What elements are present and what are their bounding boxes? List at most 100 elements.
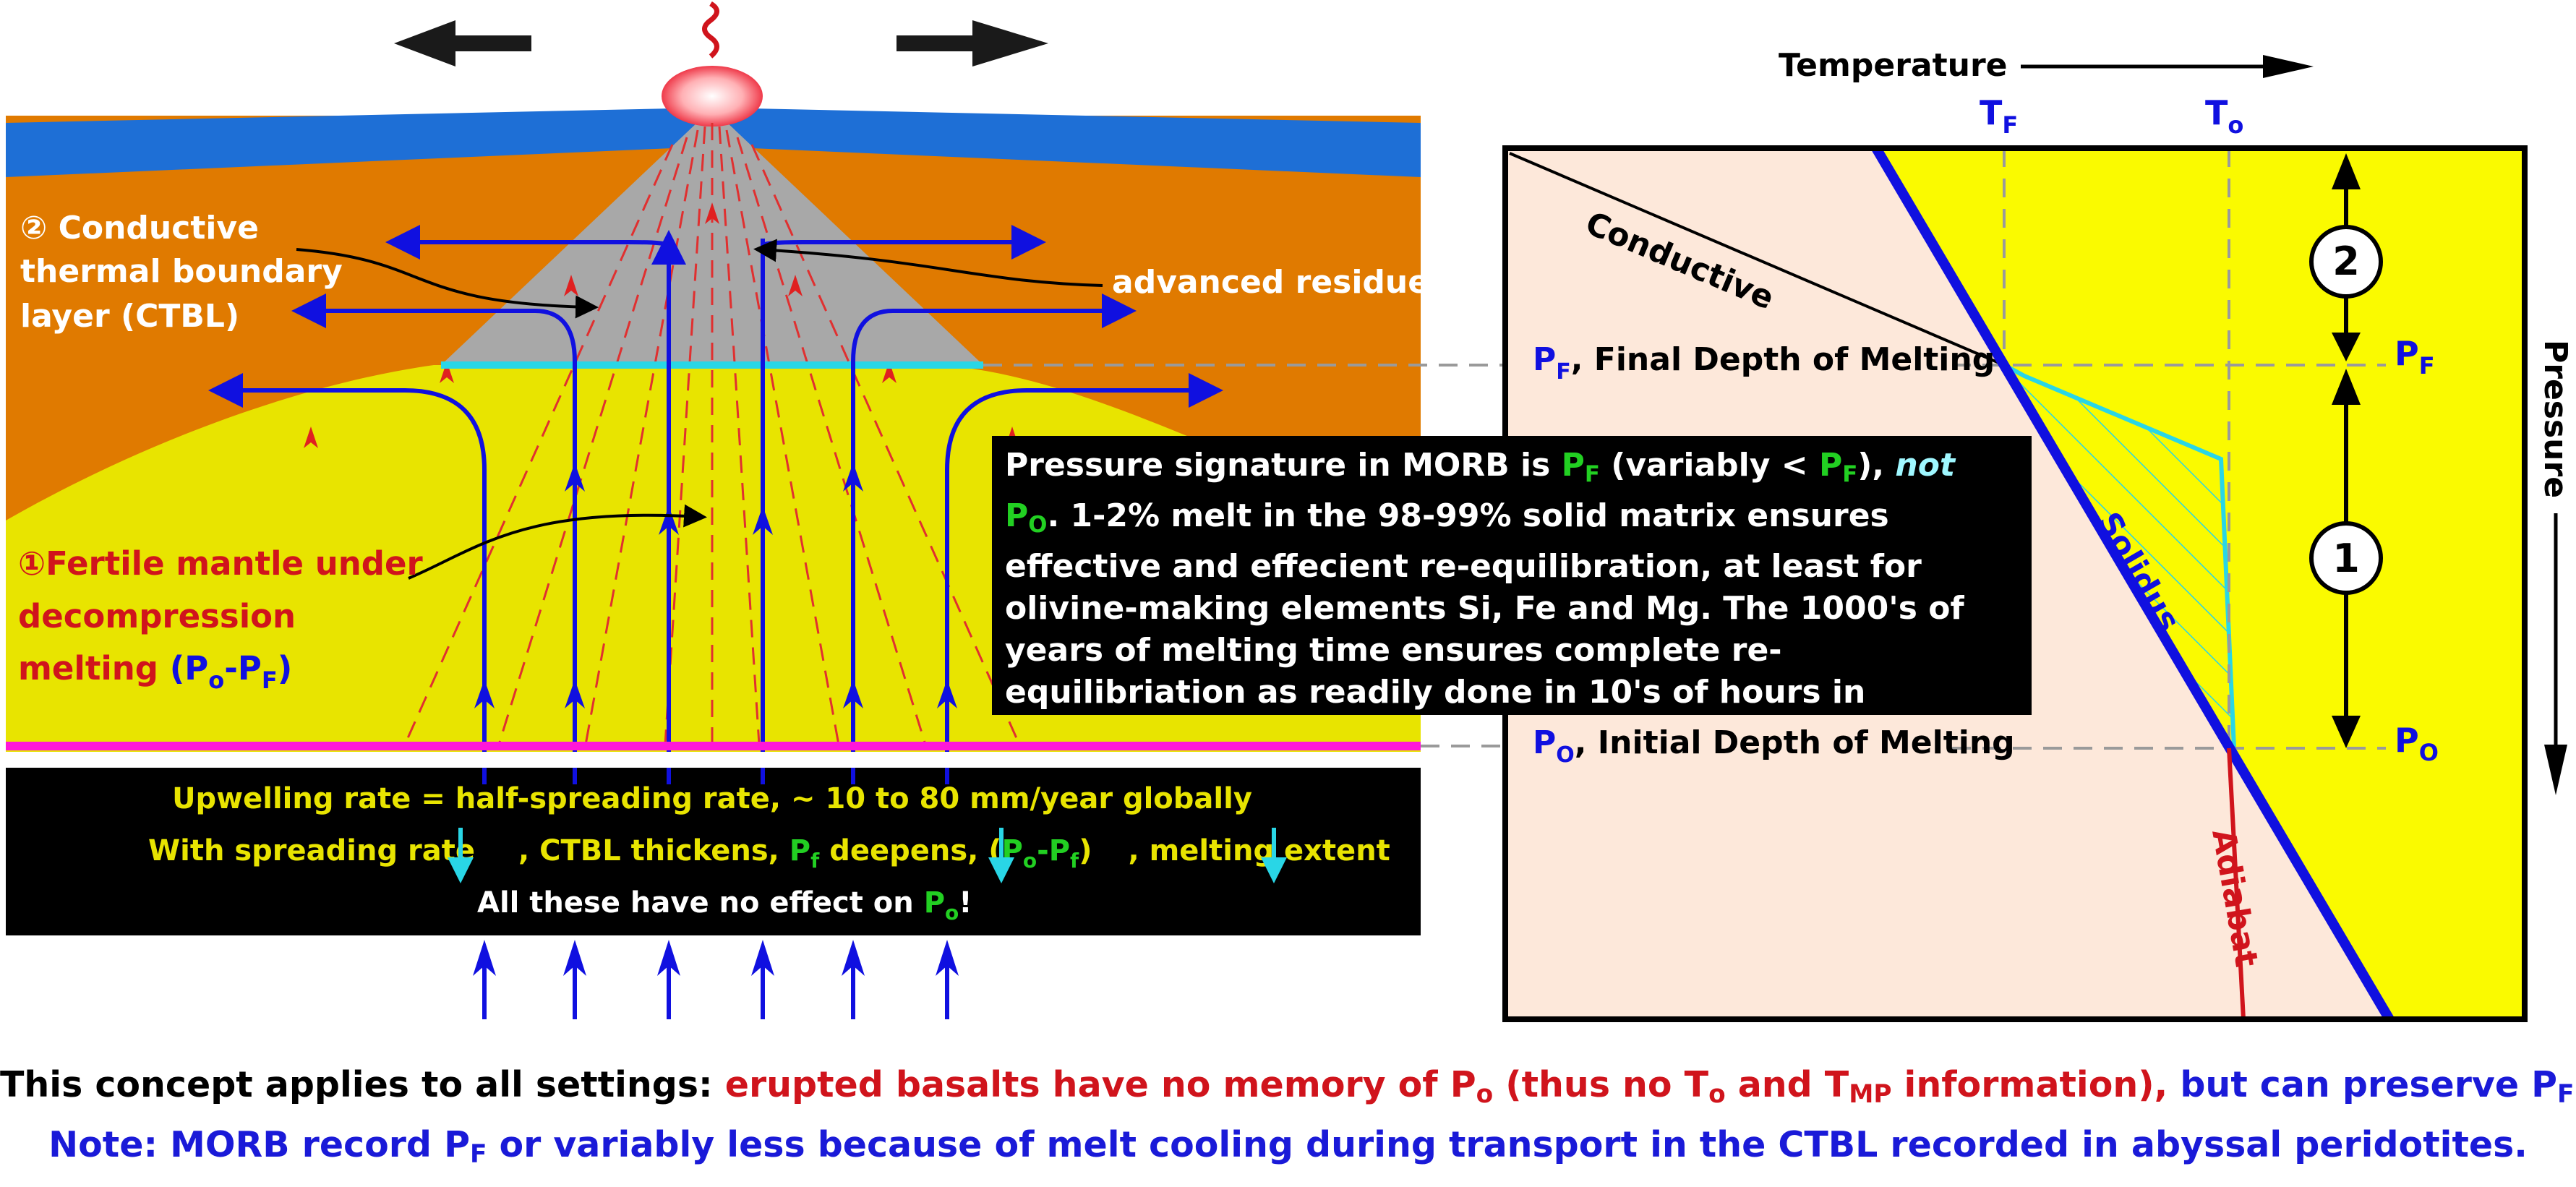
spreading-pf-sub: f: [810, 849, 820, 873]
caption1-b-sub: o: [1476, 1080, 1494, 1109]
caption1-f: but can preserve P: [2168, 1064, 2558, 1105]
upwelling-info-box: [6, 768, 1421, 935]
caption1-f-sub: F: [2557, 1080, 2575, 1109]
ctbl-label-line-2: thermal boundary: [20, 253, 343, 290]
caption-line-1: This concept applies to all settings: er…: [0, 1064, 2576, 1109]
callout-not: not: [1895, 447, 1955, 484]
caption2-a: Note: MORB record P: [48, 1124, 470, 1165]
callout-po-sub: O: [1028, 512, 1048, 538]
po-right-p: P: [2395, 721, 2419, 760]
fertile-label-melting: melting: [18, 649, 170, 687]
no-effect-text: All these have no effect on Po!: [477, 886, 972, 925]
pf-right-sub: F: [2419, 352, 2435, 380]
upwelling-arrowheads: [474, 463, 957, 708]
callout-pf1: P: [1561, 447, 1585, 484]
ctbl-label-line-3: layer (CTBL): [20, 298, 239, 335]
fertile-label-line-2: decompression: [18, 597, 296, 635]
fertile-label-paren: (P: [170, 649, 209, 687]
tf-sub: F: [2002, 111, 2018, 139]
initial-depth-text: , Initial Depth of Melting: [1575, 724, 2015, 761]
flow-lines-through-box: [482, 768, 949, 784]
callout-s3: ),: [1857, 447, 1896, 484]
to-t: T: [2205, 93, 2228, 132]
spreading-a: With spreading rate: [148, 834, 475, 867]
upwelling-arrows-below: [473, 940, 959, 1019]
upwelling-rate-text: Upwelling rate = half-spreading rate, ~ …: [172, 782, 1252, 815]
spreading-po: P: [1002, 834, 1023, 867]
conductive-geotherm: [1509, 152, 2005, 367]
caption1-d: and T: [1725, 1064, 1849, 1105]
po-right-sub: O: [2419, 739, 2439, 766]
final-depth-sub: F: [1556, 359, 1571, 385]
caption1-g: .: [2574, 1064, 2576, 1105]
fertile-label-dash: -P: [224, 649, 262, 687]
caption2-a-sub: F: [469, 1140, 487, 1169]
initial-depth-label: PO, Initial Depth of Melting: [1533, 724, 2015, 768]
callout-s4: . 1-2% melt in the 98-99% solid matrix e…: [1005, 497, 1964, 711]
no-effect-po: P: [924, 886, 945, 920]
guide-lines: [1952, 148, 2386, 750]
spreading-pf2-sub: f: [1070, 849, 1079, 873]
fertile-label-pf-sub: F: [262, 667, 278, 694]
caption1-b: erupted basalts have no memory of P: [724, 1064, 1476, 1105]
to-sub: o: [2228, 111, 2243, 139]
magma-chamber: [662, 66, 763, 127]
caption1-e: information),: [1891, 1064, 2168, 1105]
callout-pf1-sub: F: [1584, 461, 1600, 487]
final-depth-text: , Final Depth of Melting: [1571, 341, 1995, 378]
fertile-label-line-3: melting (Po-PF): [18, 649, 292, 694]
no-effect-po-sub: o: [945, 901, 959, 925]
marker-1-circle: [2309, 521, 2383, 595]
spreading-pf: P: [790, 834, 810, 867]
marker-1-label: 1: [2332, 536, 2360, 581]
eruption-squiggle: [702, 1, 719, 59]
pf-right-p: P: [2395, 334, 2419, 373]
pf-right-label: PF: [2395, 334, 2435, 380]
temperature-axis-label: Temperature: [1779, 47, 2008, 84]
initial-depth-p: P: [1533, 724, 1556, 761]
no-effect-b: !: [959, 886, 972, 920]
caption2-b: or variably less because of melt cooling…: [487, 1124, 2528, 1165]
morb-pressure-callout: Pressure signature in MORB is PF (variab…: [992, 436, 2032, 715]
pressure-arrow: [2544, 513, 2567, 795]
fertile-label-po-sub: o: [208, 667, 224, 694]
spreading-d: , melting extent: [1129, 834, 1390, 867]
fertile-label-paren-close: ): [278, 649, 293, 687]
to-label: To: [2205, 93, 2243, 139]
callout-pf2: P: [1818, 447, 1843, 484]
plate-spreading-arrow-right: [897, 20, 1048, 67]
spreading-dash: -P: [1037, 834, 1070, 867]
marker-2-label: 2: [2332, 239, 2360, 284]
spreading-paren-close: ): [1079, 834, 1092, 867]
po-right-label: PO: [2395, 721, 2439, 766]
final-depth-label: PF, Final Depth of Melting: [1533, 341, 1995, 385]
final-depth-p: P: [1533, 341, 1556, 378]
advanced-residues-label: advanced residues: [1112, 264, 1448, 301]
initial-depth-sub: O: [1556, 742, 1575, 768]
fertile-pointer-arrow: [408, 504, 707, 580]
spreading-po-sub: o: [1023, 849, 1037, 873]
adiabat-line: [2227, 747, 2246, 1020]
callout-s1: Pressure signature in MORB is: [1005, 447, 1562, 484]
temperature-arrow: [2021, 55, 2314, 78]
solidus-line: [1871, 145, 2395, 1022]
callout-pf2-sub: F: [1842, 461, 1858, 487]
callout-po: P: [1005, 497, 1029, 534]
marker-2-circle: [2309, 225, 2383, 299]
callout-s2: (variably <: [1599, 447, 1819, 484]
spreading-rate-text: With spreading rate , CTBL thickens, Pf d…: [148, 834, 1390, 873]
ctbl-label-line-1: ② Conductive: [20, 210, 259, 247]
caption1-a: This concept applies to all settings:: [0, 1064, 725, 1105]
caption1-c: (thus no T: [1493, 1064, 1709, 1105]
tf-label: TF: [1980, 93, 2018, 139]
spreading-b: , CTBL thickens,: [518, 834, 790, 867]
caption1-d-sub: MP: [1849, 1080, 1892, 1109]
tf-t: T: [1980, 93, 2003, 132]
caption1-c-sub: o: [1708, 1080, 1726, 1109]
spreading-c: deepens,: [819, 834, 988, 867]
caption-line-2: Note: MORB record PF or variably less be…: [0, 1124, 2576, 1169]
residue-pointer-arrow: [753, 239, 1103, 287]
pressure-axis-label: Pressure: [2537, 340, 2574, 498]
melt-channels: [403, 123, 1021, 745]
fertile-label-line-1: ①Fertile mantle under: [18, 544, 423, 583]
